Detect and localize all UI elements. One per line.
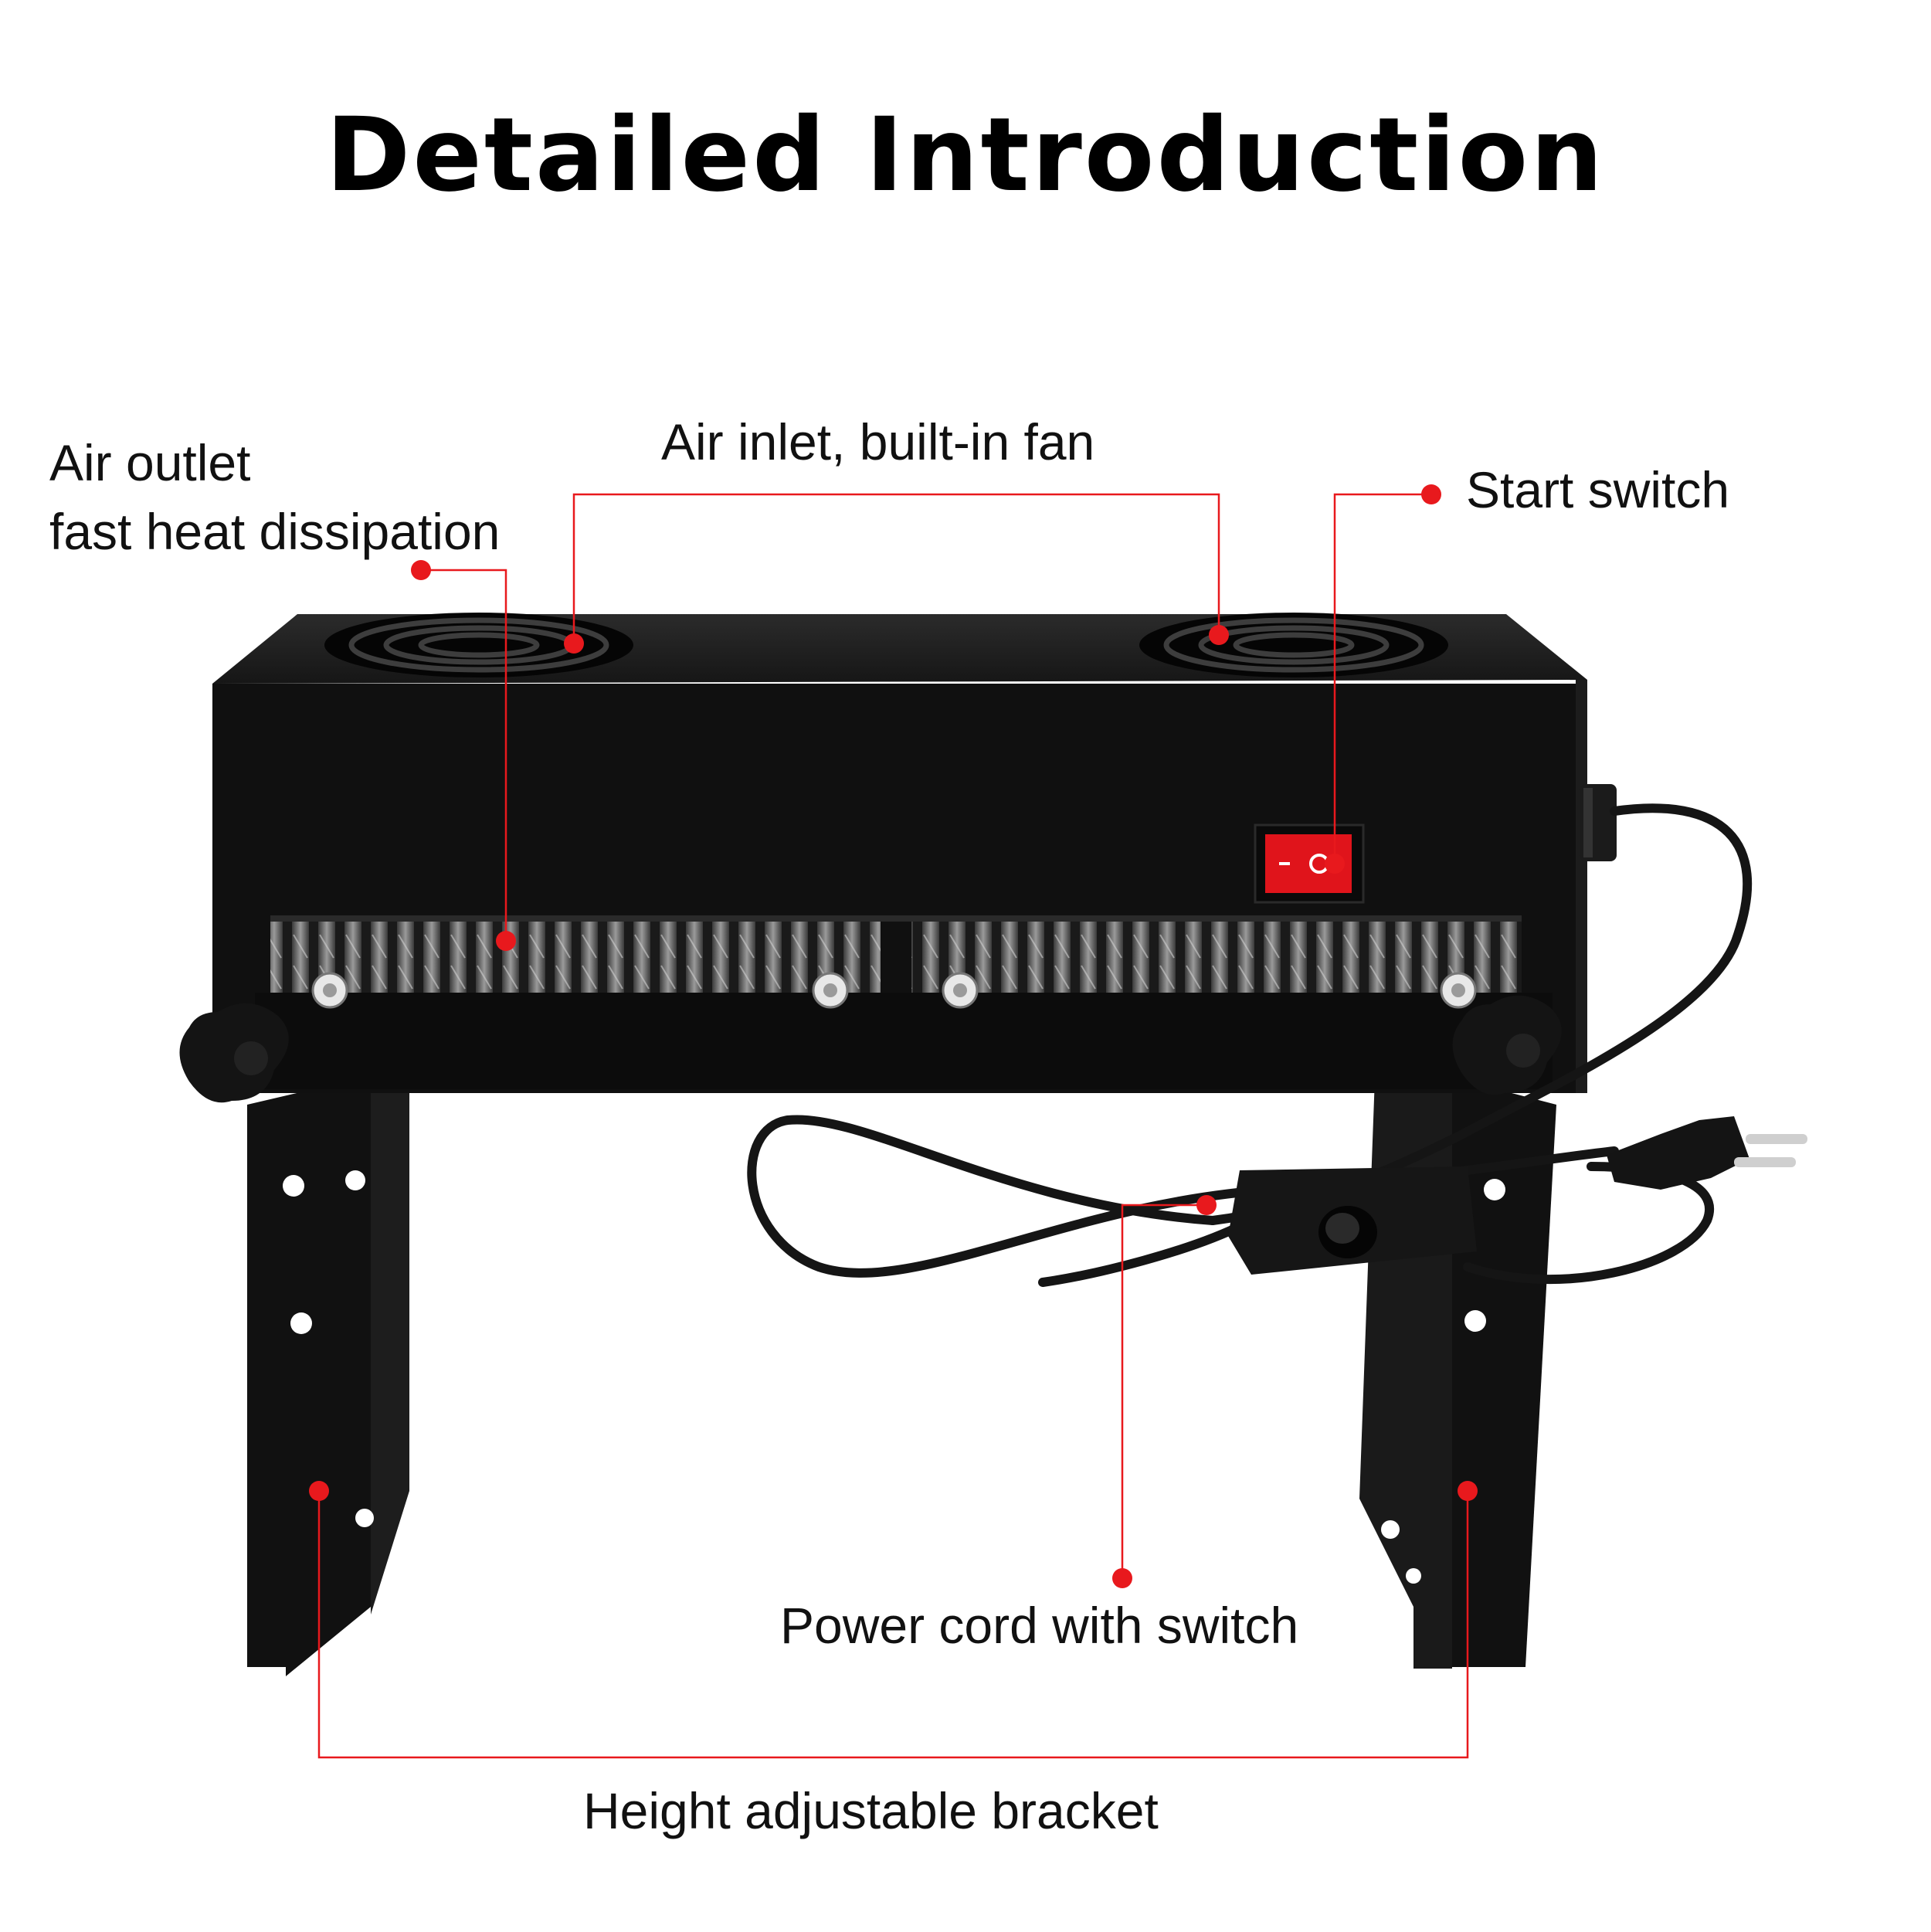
label-bracket: Height adjustable bracket xyxy=(583,1782,1159,1839)
callout-dots xyxy=(309,484,1478,1588)
label-air-outlet-line1: Air outlet xyxy=(49,434,251,491)
label-power-cord: Power cord with switch xyxy=(780,1597,1299,1654)
cord-switch xyxy=(1228,1166,1477,1275)
heat-dissipation-box xyxy=(212,614,1587,1093)
label-air-outlet-line2: fast heat dissipation xyxy=(49,503,501,561)
rocker-switch-icon xyxy=(1254,823,1365,904)
plug-icon xyxy=(1607,1116,1807,1190)
bracket-leg-left xyxy=(247,1078,409,1676)
label-start-switch: Start switch xyxy=(1466,461,1730,518)
callout-lines xyxy=(317,493,1469,1759)
label-air-inlet: Air inlet, built-in fan xyxy=(661,413,1095,470)
knob-icon xyxy=(179,1003,289,1103)
label-air-outlet: Air outlet fast heat dissipation xyxy=(49,429,500,566)
fan-grille-icon xyxy=(1139,613,1448,677)
fan-grille-icon xyxy=(324,613,633,677)
knob-icon xyxy=(1452,995,1562,1095)
page-title: Detailed Introduction xyxy=(325,96,1606,215)
